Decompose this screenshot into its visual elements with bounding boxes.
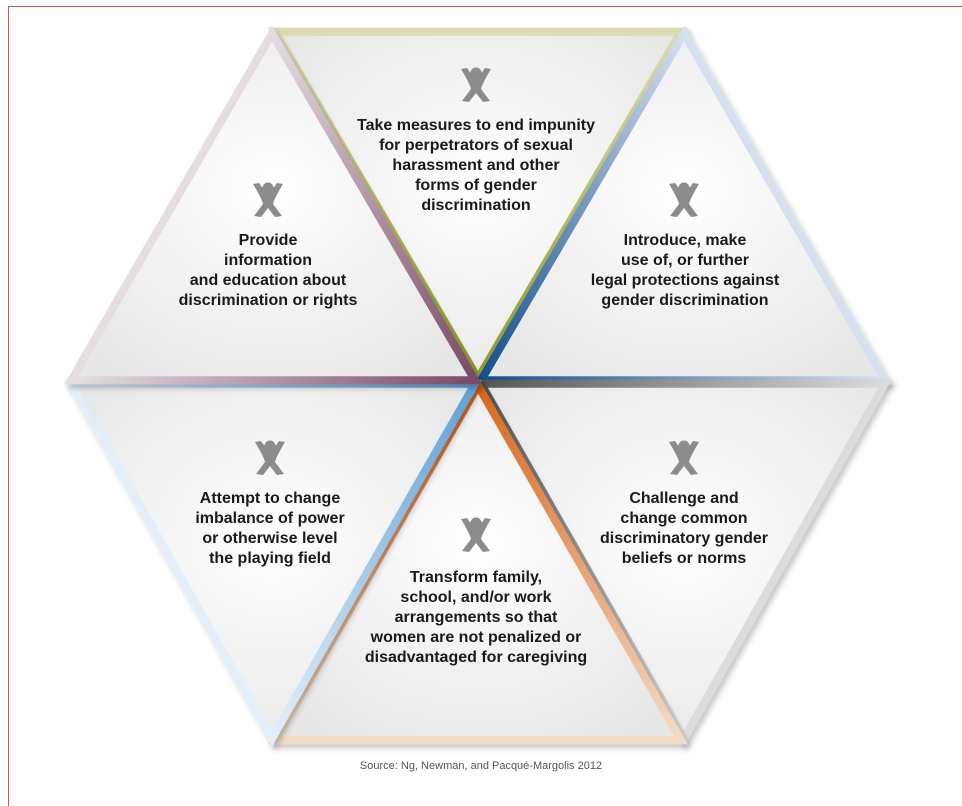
segment-label-line: forms of gender: [415, 177, 537, 194]
segment-label: Challenge and change common discriminatory…: [600, 490, 768, 567]
segment-label-line: and education about: [190, 272, 347, 289]
segment-label-line: or otherwise level: [202, 530, 337, 547]
segment-label-line: Challenge and: [629, 490, 738, 507]
segment-label-line: Provide: [239, 232, 298, 249]
segment-label-line: Attempt to change: [200, 490, 341, 507]
segment-bottom: Transform family, school, and/or work arra…: [268, 377, 688, 745]
segment-label-line: women are not penalized or: [370, 629, 582, 646]
segment-label-line: Transform family,: [410, 569, 542, 586]
segment-label-line: imbalance of power: [195, 510, 344, 527]
segment-upper-left: Provide information and education about dis…: [64, 25, 482, 385]
figure-frame: [8, 6, 962, 806]
segment-label-line: legal protections against: [591, 272, 780, 289]
segment-label-line: discriminatory gender: [600, 530, 768, 547]
segment-label-line: Introduce, make: [624, 232, 747, 249]
segment-label: Attempt to change imbalance of power or ot…: [195, 490, 344, 567]
segment-label: Take measures to end impunity for perpetr…: [357, 117, 595, 214]
segment-label-line: discrimination: [421, 197, 530, 214]
person-icon: [255, 440, 285, 475]
segment-label-line: gender discrimination: [601, 292, 768, 309]
segment-label: Transform family, school, and/or work arra…: [365, 569, 587, 666]
segment-label-line: arrangements so that: [395, 609, 558, 626]
segment-label-line: information: [224, 252, 312, 269]
segment-label: Provide information and education about dis…: [179, 232, 358, 309]
segment-label-line: for perpetrators of sexual: [379, 137, 573, 154]
segment-label-line: school, and/or work: [400, 589, 551, 606]
source-caption: Source: Ng, Newman, and Pacqué-Margolis …: [359, 760, 603, 772]
segment-label-line: use of, or further: [621, 252, 749, 269]
segment-label-line: disadvantaged for caregiving: [365, 649, 587, 666]
person-icon: [461, 67, 491, 102]
segment-label-line: change common: [620, 510, 747, 527]
segment-label-line: the playing field: [209, 550, 331, 567]
segment-label-line: beliefs or norms: [622, 550, 747, 567]
segment-lower-right: Challenge and change common discriminatory…: [474, 379, 892, 747]
segment-label-line: discrimination or rights: [179, 292, 358, 309]
segment-upper-right: Introduce, make use of, or further legal p…: [474, 25, 892, 385]
person-icon: [669, 182, 699, 217]
person-icon: [461, 517, 491, 552]
segment-label: Introduce, make use of, or further legal p…: [591, 232, 780, 309]
person-icon: [669, 440, 699, 475]
person-icon: [253, 182, 283, 217]
segment-label-line: Take measures to end impunity: [357, 117, 595, 134]
segment-label-line: harassment and other: [392, 157, 559, 174]
